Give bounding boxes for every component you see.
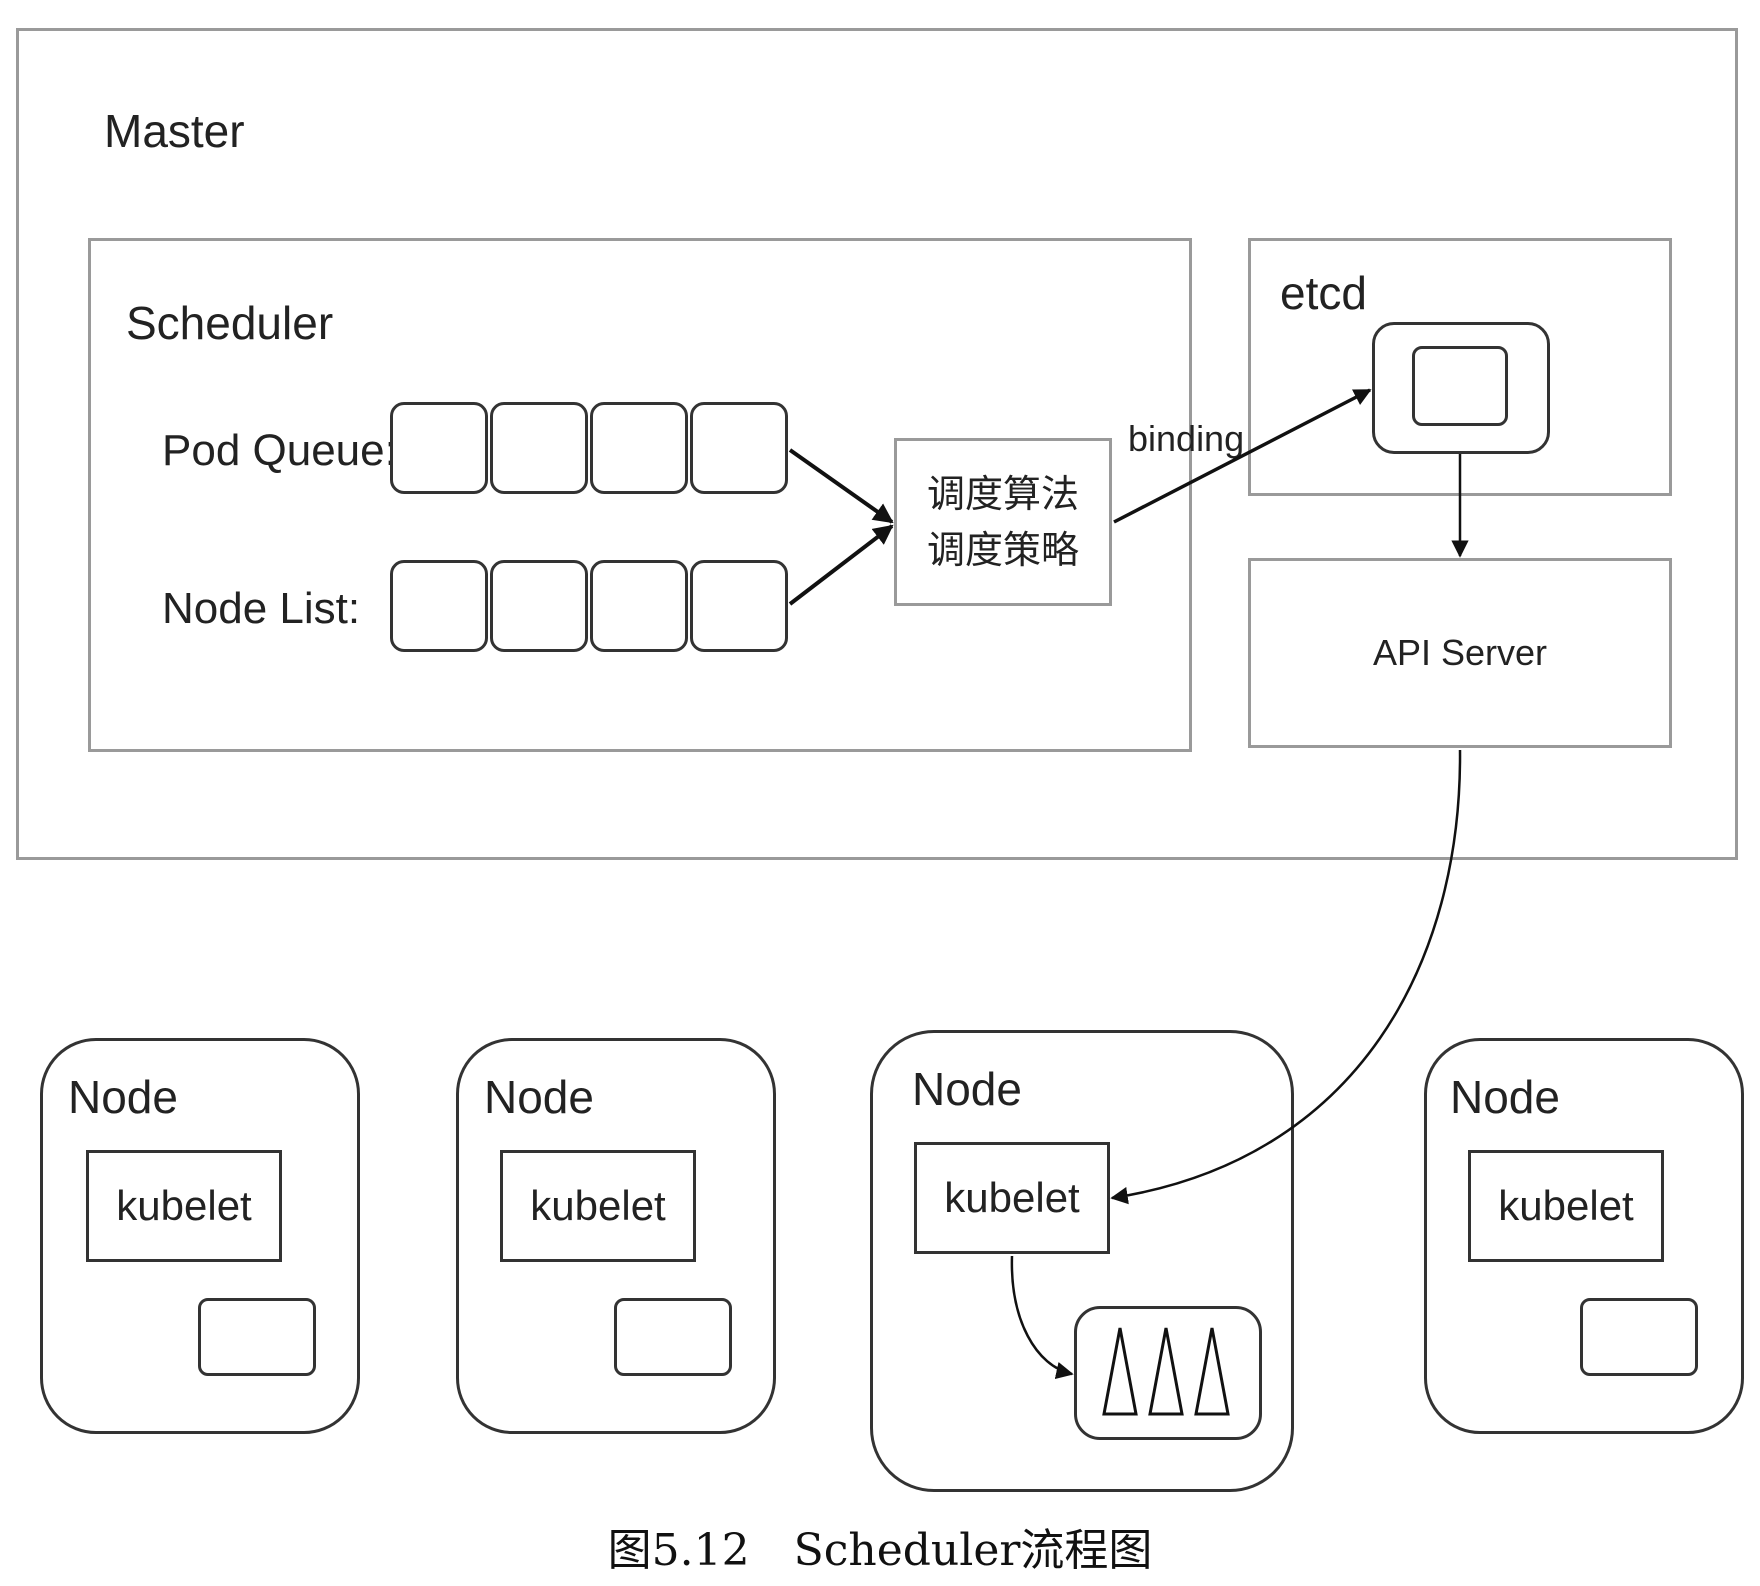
node-list-slot (590, 560, 688, 652)
scheduling-algorithm-label: 调度算法 (926, 472, 1079, 516)
pod-queue-slot (690, 402, 788, 494)
kubelet-label: kubelet (530, 1182, 666, 1229)
scheduler-title: Scheduler (126, 297, 334, 349)
kubelet-box: kubelet (500, 1150, 696, 1262)
etcd-title: etcd (1280, 267, 1367, 319)
scheduling-algorithm-box: 调度算法 调度策略 (894, 438, 1112, 606)
binding-label: binding (1128, 418, 1245, 459)
kubelet-label: kubelet (1498, 1182, 1634, 1229)
node-title: Node (912, 1063, 1022, 1115)
node-title: Node (484, 1071, 594, 1123)
pod-slot (614, 1298, 732, 1376)
etcd-record-inner (1412, 346, 1508, 426)
pod-slot (1580, 1298, 1698, 1376)
kubelet-label: kubelet (944, 1174, 1080, 1221)
node-list-slot (490, 560, 588, 652)
master-title: Master (104, 105, 245, 157)
pod-queue-label: Pod Queue: (162, 426, 397, 475)
api-server-label: API Server (1372, 632, 1548, 673)
kubelet-box: kubelet (86, 1150, 282, 1262)
node-list-label: Node List: (162, 584, 361, 633)
pod-slot (198, 1298, 316, 1376)
kubelet-box: kubelet (914, 1142, 1110, 1254)
node-list-slot (390, 560, 488, 652)
kubelet-label: kubelet (116, 1182, 252, 1229)
running-pod-container (1074, 1306, 1262, 1440)
pod-queue-slot (490, 402, 588, 494)
node-list-slot (690, 560, 788, 652)
kubelet-box: kubelet (1468, 1150, 1664, 1262)
pod-queue-slot (590, 402, 688, 494)
scheduling-policy-label: 调度策略 (926, 528, 1079, 572)
node-title: Node (68, 1071, 178, 1123)
api-server-box: API Server (1248, 558, 1672, 748)
figure-caption: 图5.12 Scheduler流程图 (607, 1525, 1153, 1576)
node-title: Node (1450, 1071, 1560, 1123)
pod-queue-slot (390, 402, 488, 494)
